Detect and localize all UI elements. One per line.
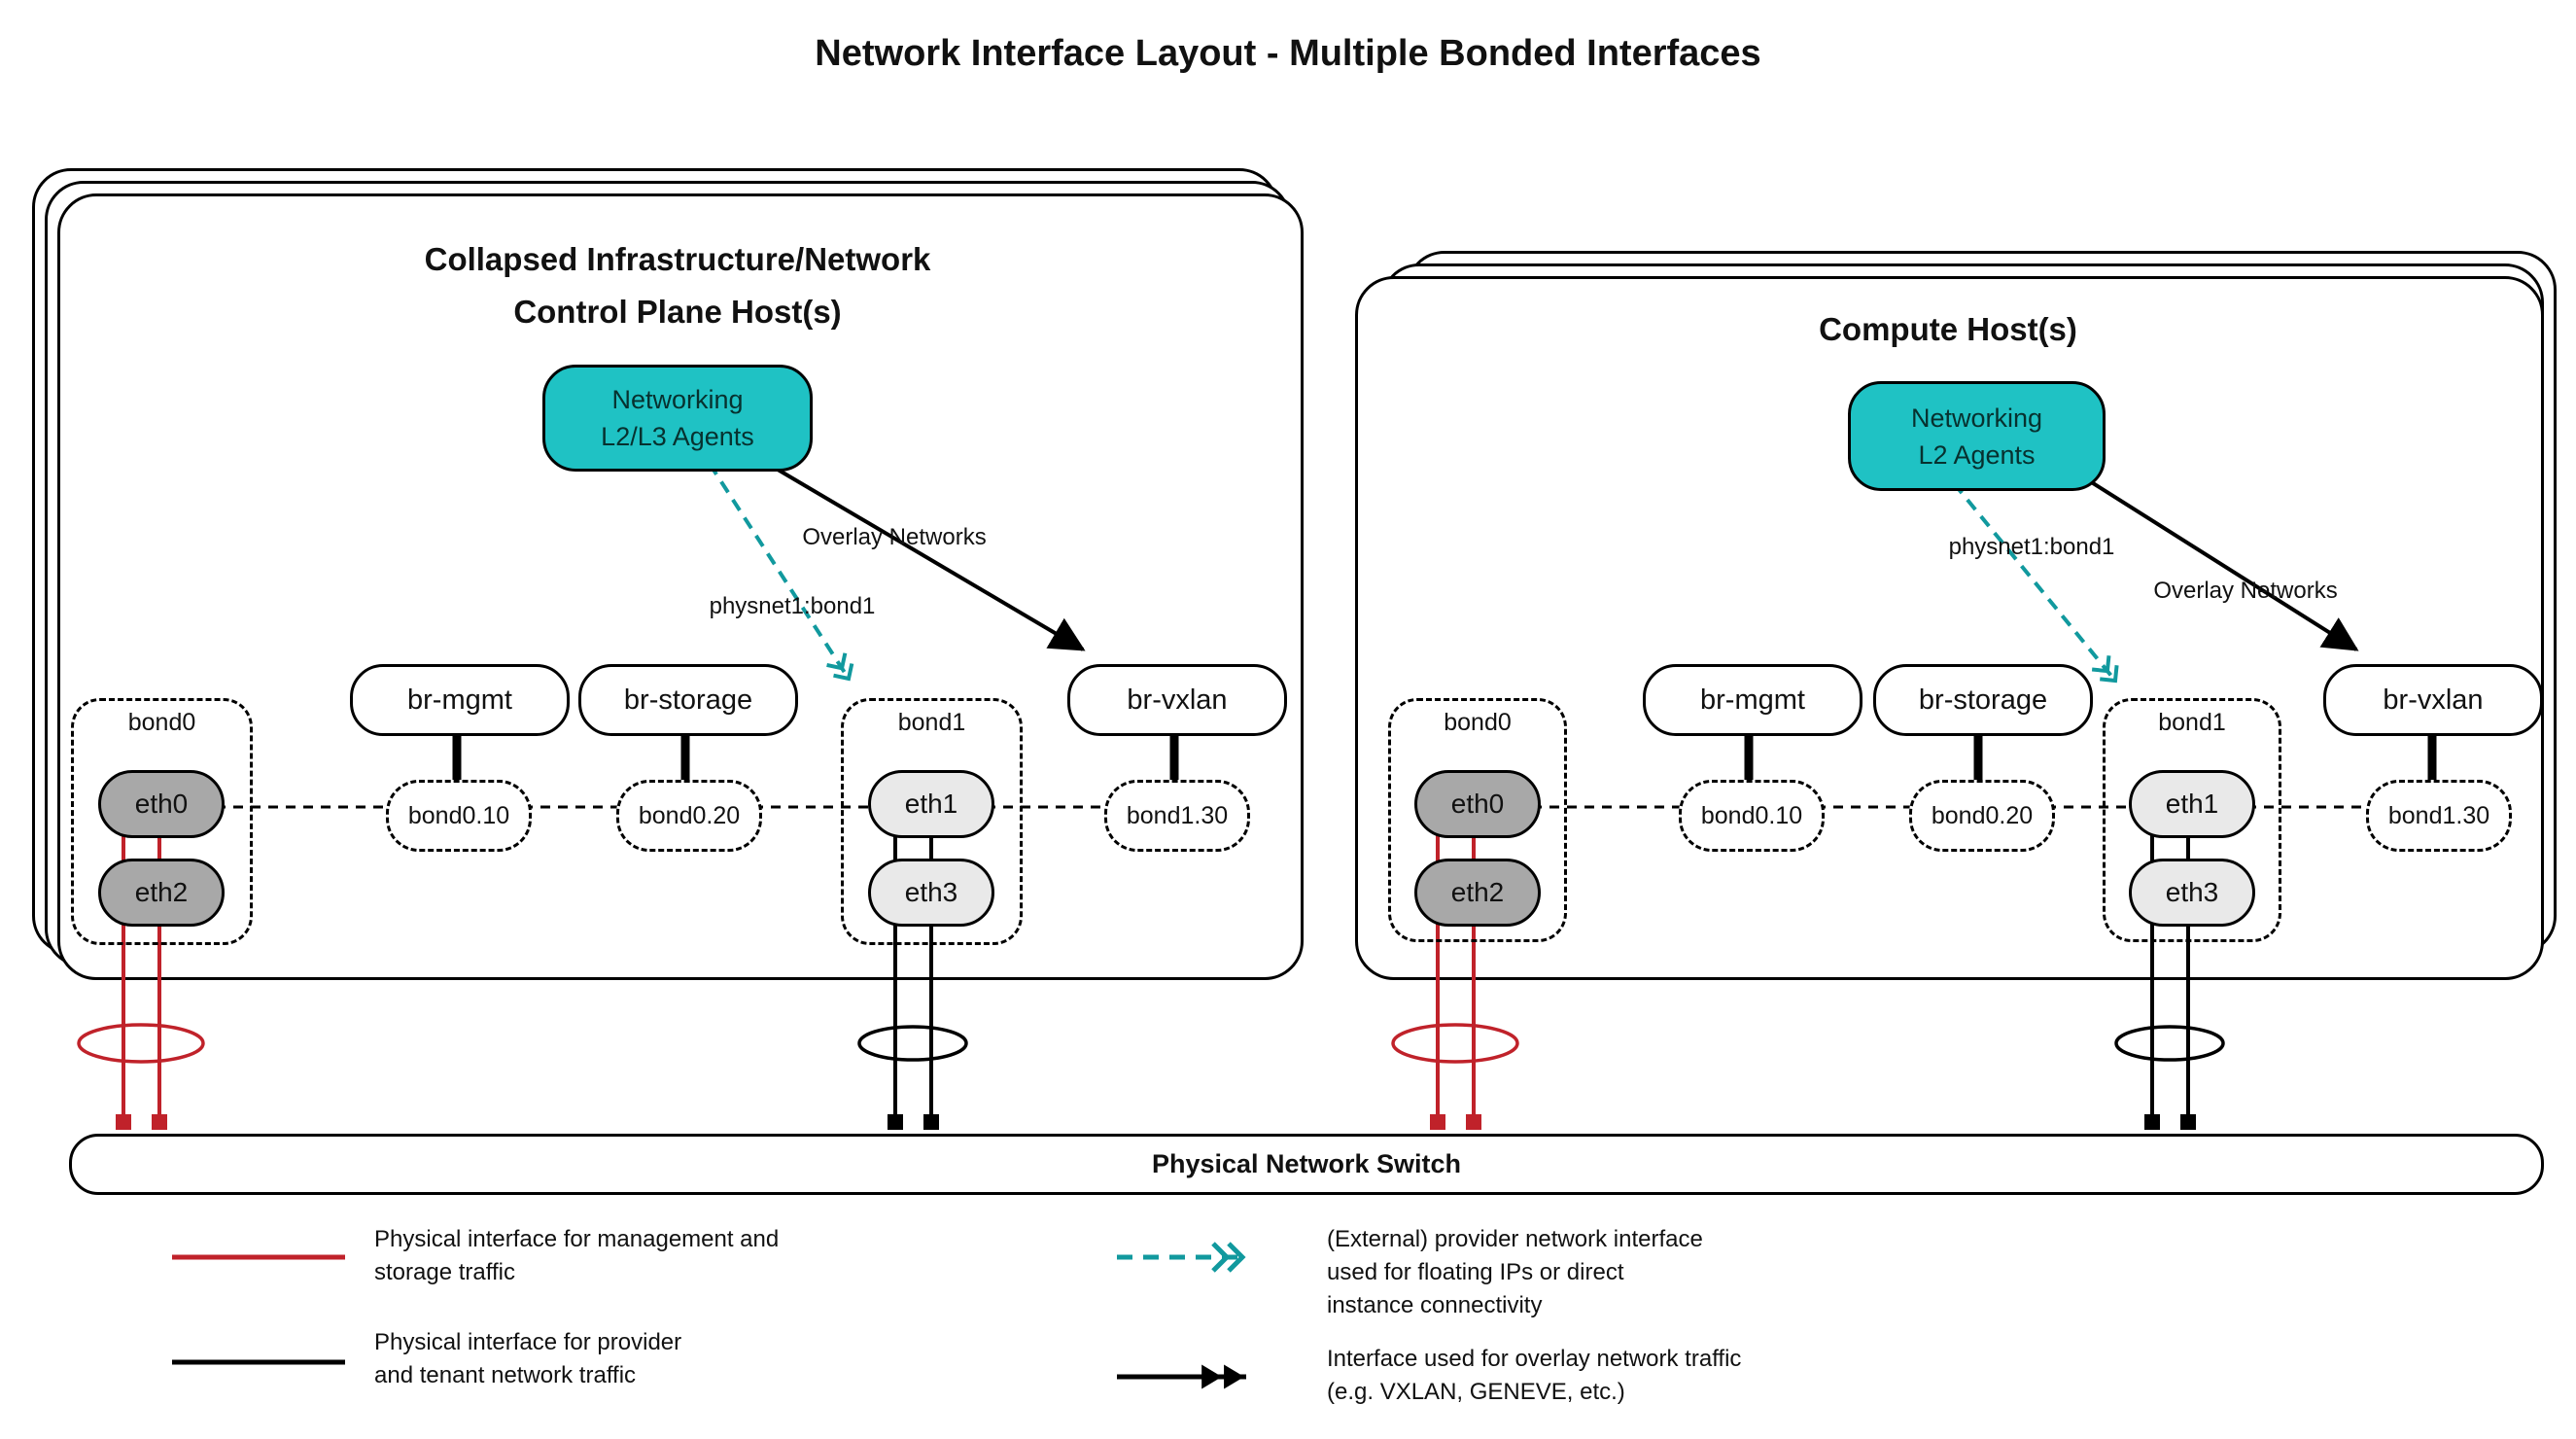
right-eth3-node: eth3 [2129,859,2255,927]
legend-overlay-text: Interface used for overlay network traff… [1327,1343,1741,1409]
right-bond1-label: bond1 [2158,709,2226,736]
left-mgmt-port-square-1 [116,1114,131,1130]
left-bond0-label: bond0 [127,709,196,736]
right-bond0-20-node: bond0.20 [1909,780,2055,852]
legend-external-line2: used for floating IPs or direct [1327,1259,1624,1285]
physical-network-switch: Physical Network Switch [69,1134,2544,1195]
left-physnet-label: physnet1:bond1 [709,593,876,619]
right-physnet-arrow [1952,481,2119,684]
left-bond0-ring [77,1023,205,1064]
right-provider-port-square-2 [2180,1114,2196,1130]
right-provider-port-square-1 [2144,1114,2160,1130]
legend-provider-line2: and tenant network traffic [374,1362,637,1388]
legend-overlay-line2: (e.g. VXLAN, GENEVE, etc.) [1327,1379,1625,1405]
legend-mgmt-line1: Physical interface for management and [374,1226,780,1252]
right-agent-line1: Networking [1910,403,2043,433]
right-networking-agents-node: Networking L2 Agents [1848,381,2106,491]
right-br-mgmt-node: br-mgmt [1643,664,1862,736]
right-bond1-ring [2114,1025,2225,1062]
right-host-title: Compute Host(s) [1819,311,2077,347]
legend-mgmt-line2: storage traffic [374,1259,515,1285]
left-eth1-node: eth1 [868,770,994,838]
right-br-vxlan-node: br-vxlan [2323,664,2543,736]
right-bond0-group: bond0 [1388,698,1567,942]
left-host-box [57,193,1304,980]
left-mgmt-port-square-2 [152,1114,167,1130]
left-overlay-arrow [766,462,1086,651]
left-agent-line1: Networking [611,385,744,414]
left-br-mgmt-node: br-mgmt [350,664,570,736]
left-eth3-node: eth3 [868,859,994,927]
legend-mgmt-text: Physical interface for management and st… [374,1223,779,1289]
right-bond1-30-node: bond1.30 [2366,780,2512,852]
left-provider-port-square-2 [923,1114,939,1130]
left-bond0-20-node: bond0.20 [616,780,762,852]
right-overlay-arrow [2088,479,2359,651]
left-br-storage-node: br-storage [578,664,798,736]
right-br-storage-node: br-storage [1873,664,2093,736]
right-overlay-networks-label: Overlay Networks [2153,578,2338,604]
left-bond1-label: bond1 [897,709,966,736]
right-physnet-label: physnet1:bond1 [1948,534,2115,560]
legend-provider-text: Physical interface for provider and tena… [374,1326,681,1392]
left-bond0-group: bond0 [71,698,253,945]
right-eth0-node: eth0 [1414,770,1541,838]
left-stub-links [452,727,1179,788]
right-agent-line2: L2 Agents [1918,439,2036,470]
left-networking-agents-node: Networking L2/L3 Agents [542,365,813,472]
right-mgmt-port-square-2 [1466,1114,1481,1130]
left-host-title-line1: Collapsed Infrastructure/Network [424,241,931,277]
legend-external-line1: (External) provider network interface [1327,1226,1703,1252]
right-eth2-node: eth2 [1414,859,1541,927]
right-bond0-10-node: bond0.10 [1679,780,1825,852]
right-bond0-ring [1391,1023,1519,1064]
legend-overlay-line1: Interface used for overlay network traff… [1327,1346,1742,1372]
legend-external-line3: instance connectivity [1327,1292,1543,1318]
right-stub-links [1744,727,2437,788]
left-br-vxlan-node: br-vxlan [1067,664,1287,736]
left-bond1-30-node: bond1.30 [1104,780,1250,852]
left-eth0-node: eth0 [98,770,225,838]
legend-external-text: (External) provider network interface us… [1327,1223,1703,1322]
left-host-title: Collapsed Infrastructure/Network Control… [289,233,1066,338]
right-eth1-node: eth1 [2129,770,2255,838]
left-host-title-line2: Control Plane Host(s) [513,294,842,330]
right-mgmt-port-square-1 [1430,1114,1445,1130]
left-physnet-arrow [708,462,854,682]
left-overlay-networks-label: Overlay Networks [802,524,987,550]
left-provider-port-square-1 [888,1114,903,1130]
left-bond1-ring [857,1025,968,1062]
right-bond0-label: bond0 [1444,709,1512,736]
legend-provider-line1: Physical interface for provider [374,1329,682,1355]
page-title: Network Interface Layout - Multiple Bond… [815,33,1761,74]
right-bond1-group: bond1 [2103,698,2281,942]
left-eth2-node: eth2 [98,859,225,927]
left-bond0-10-node: bond0.10 [386,780,532,852]
left-agent-line2: L2/L3 Agents [601,422,754,451]
left-bond1-group: bond1 [841,698,1023,945]
